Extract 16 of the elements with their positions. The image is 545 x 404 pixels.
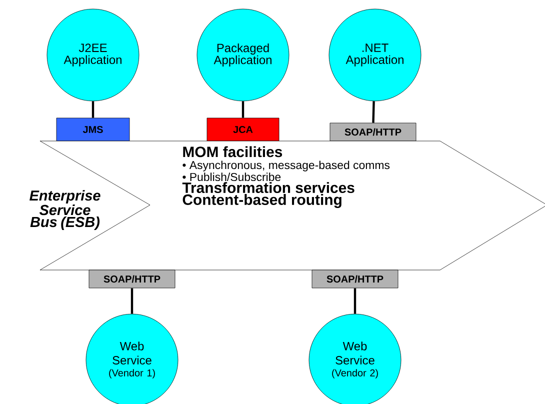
node-label: MOM facilities <box>183 146 282 158</box>
protocol-box: SOAP/HTTP <box>312 270 398 288</box>
connector-line <box>354 288 356 314</box>
node-label: • Publish/Subscribe <box>182 172 281 182</box>
protocol-box: JCA <box>206 118 280 142</box>
node-label: Transformation services <box>182 182 354 194</box>
connector-line <box>242 101 244 118</box>
protocol-box: SOAP/HTTP <box>88 270 176 288</box>
protocol-box: JMS <box>56 118 130 142</box>
connector-line <box>92 101 94 118</box>
node-label: • Asynchronous, message-based comms <box>182 160 390 172</box>
node-label: Content-based routing <box>182 194 342 208</box>
protocol-box: SOAP/HTTP <box>330 122 416 142</box>
connector-line <box>130 288 134 314</box>
connector-line <box>372 101 375 123</box>
bus-label: Enterprise Service Bus (ESB) <box>30 190 100 230</box>
